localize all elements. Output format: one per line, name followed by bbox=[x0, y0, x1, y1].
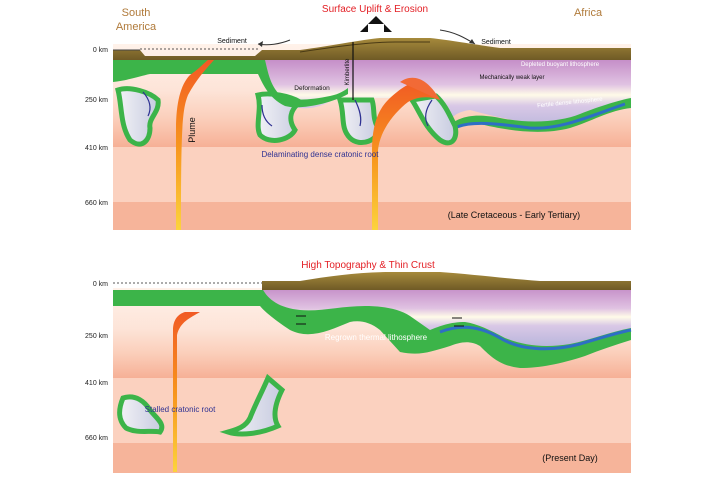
top-panel bbox=[113, 16, 631, 230]
top-crust bbox=[113, 38, 631, 60]
bottom-depth-410: 410 km bbox=[85, 380, 108, 387]
label-stalled-root: Stalled cratonic root bbox=[145, 405, 216, 414]
label-delaminating-root: Delaminating dense cratonic root bbox=[262, 150, 380, 159]
label-plume: Plume bbox=[187, 117, 197, 143]
era-top: (Late Cretaceous - Early Tertiary) bbox=[448, 210, 580, 220]
region-africa: Africa bbox=[574, 7, 603, 19]
top-depth-660: 660 km bbox=[85, 200, 108, 207]
label-regrown-lithosphere: Regrown thermal lithosphere bbox=[325, 333, 428, 342]
top-depth-410: 410 km bbox=[85, 145, 108, 152]
top-lithosphere bbox=[265, 60, 631, 130]
top-fertile-lithosphere bbox=[445, 98, 631, 138]
bottom-root-left bbox=[117, 394, 165, 435]
top-green-left bbox=[113, 60, 348, 108]
bottom-title: High Topography & Thin Crust bbox=[301, 260, 435, 271]
region-south-america-line1: South bbox=[122, 7, 151, 19]
uplift-arrow-icon bbox=[360, 16, 392, 32]
top-root-right bbox=[407, 93, 459, 146]
top-title: Surface Uplift & Erosion bbox=[322, 4, 428, 15]
bottom-mantle-transition bbox=[113, 378, 631, 443]
top-root-left bbox=[114, 86, 161, 147]
bottom-root-right bbox=[219, 373, 286, 437]
era-bottom: (Present Day) bbox=[542, 453, 598, 463]
bottom-crust bbox=[262, 272, 631, 290]
label-sediment-right: Sediment bbox=[481, 39, 511, 46]
top-root-center bbox=[336, 97, 381, 145]
label-deformation: Deformation bbox=[294, 85, 330, 92]
top-plume-right bbox=[372, 80, 440, 230]
top-plume-left bbox=[176, 60, 214, 230]
label-depleted-lithosphere: Depleted buoyant lithosphere bbox=[521, 62, 600, 68]
region-south-america-line2: America bbox=[116, 21, 157, 33]
bottom-mantle-lower bbox=[113, 443, 631, 473]
label-kimberlite: Kimberlite bbox=[345, 58, 351, 85]
bottom-lithosphere bbox=[262, 288, 631, 346]
bottom-depth-660: 660 km bbox=[85, 435, 108, 442]
bottom-plume bbox=[173, 312, 200, 472]
top-depth-250: 250 km bbox=[85, 97, 108, 104]
label-sediment-left: Sediment bbox=[217, 38, 247, 45]
label-weak-layer: Mechanically weak layer bbox=[479, 75, 544, 81]
bottom-depth-0: 0 km bbox=[93, 281, 108, 288]
bottom-panel bbox=[113, 272, 632, 473]
bottom-depth-250: 250 km bbox=[85, 333, 108, 340]
top-depth-0: 0 km bbox=[93, 47, 108, 54]
